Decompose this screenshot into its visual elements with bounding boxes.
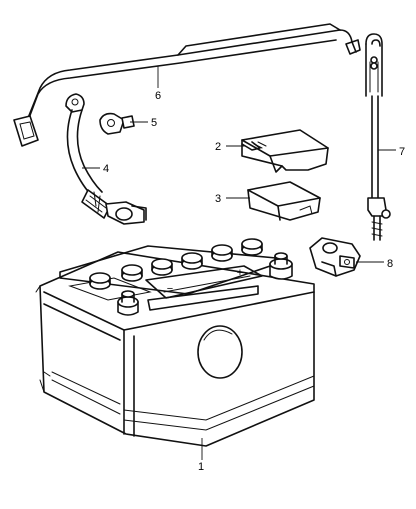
leader-lines (82, 66, 396, 460)
positive-post (269, 252, 293, 280)
cell-caps (89, 238, 263, 290)
terminal-cover-small (247, 181, 321, 221)
positive-mark: + (237, 267, 243, 279)
terminal-cover-large (241, 129, 329, 173)
callout-8: 8 (387, 258, 393, 270)
ground-cable (65, 93, 147, 225)
callout-3: 3 (215, 193, 221, 205)
hold-down-bolt (365, 33, 391, 241)
callout-7: 7 (399, 146, 405, 158)
callouts: 1 2 3 4 5 6 7 8 (103, 90, 405, 473)
callout-2: 2 (215, 141, 221, 153)
battery: − + (35, 238, 315, 447)
callout-5: 5 (151, 117, 157, 129)
callout-4: 4 (103, 163, 109, 175)
terminal-nut (99, 112, 135, 135)
negative-mark: − (167, 283, 173, 295)
hold-down-strap (13, 23, 361, 147)
negative-post (117, 290, 139, 316)
callout-1: 1 (198, 461, 204, 473)
terminal-clamp (309, 237, 361, 277)
callout-6: 6 (155, 90, 161, 102)
